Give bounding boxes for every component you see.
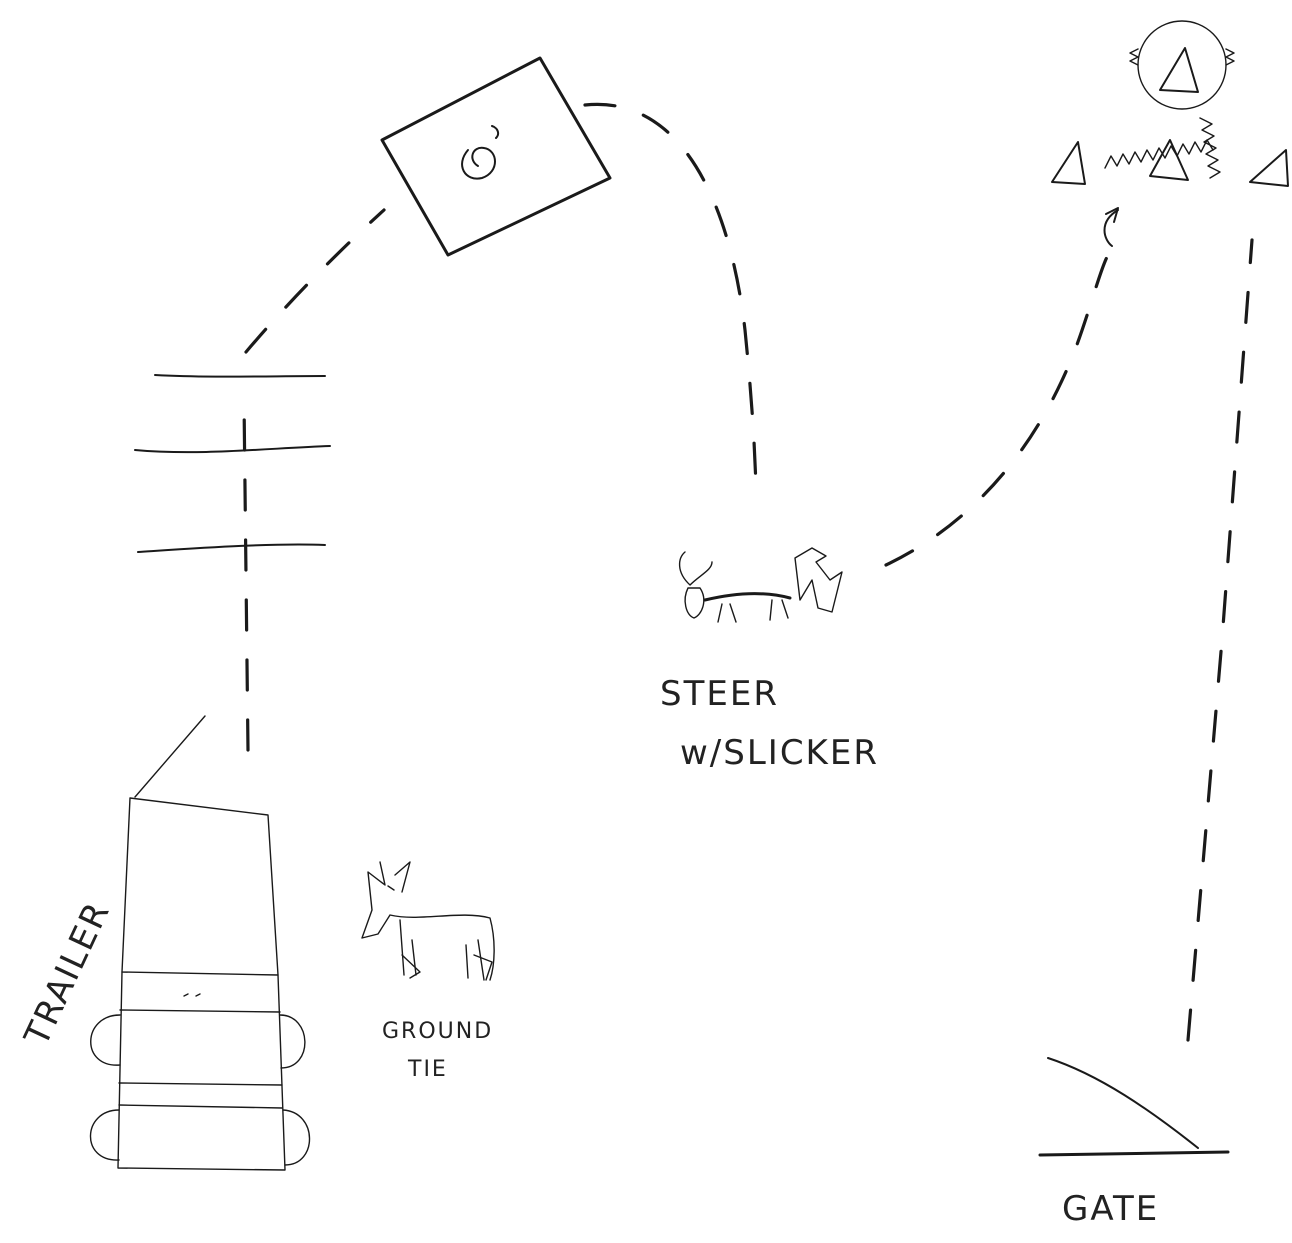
wheel-left-front bbox=[90, 1014, 121, 1066]
steer-with-slicker bbox=[678, 547, 843, 623]
label-ground-tie-1: GROUND bbox=[382, 1019, 493, 1044]
trailer-dividers bbox=[118, 1009, 283, 1109]
cone-left bbox=[1051, 141, 1086, 185]
trailer-mark bbox=[183, 993, 201, 997]
label-trailer: TRAILER bbox=[16, 895, 118, 1053]
turn-box bbox=[380, 56, 612, 257]
label-gate: GATE bbox=[1062, 1189, 1159, 1229]
trailer-body bbox=[117, 971, 286, 1171]
gate-ground-line bbox=[1038, 1150, 1230, 1157]
box-turn-tick bbox=[491, 125, 500, 139]
side-zigzag bbox=[1199, 117, 1221, 179]
cone-top bbox=[1159, 47, 1199, 93]
steer-head bbox=[684, 587, 705, 619]
wheel-right-front bbox=[279, 1014, 306, 1069]
path-bridge-to-box bbox=[244, 208, 386, 354]
box-outline bbox=[380, 56, 612, 257]
path-trailer-to-poles bbox=[242, 398, 250, 752]
cone-middle bbox=[1149, 139, 1189, 181]
steer-back bbox=[703, 592, 792, 602]
wheel-left-rear bbox=[89, 1109, 120, 1161]
slicker bbox=[794, 547, 843, 613]
cones bbox=[1051, 20, 1289, 247]
circle-zigzag bbox=[1129, 48, 1235, 66]
pole-3 bbox=[137, 543, 326, 553]
path-box-to-steer bbox=[583, 102, 758, 492]
horse-head-back bbox=[361, 861, 495, 981]
box-turn-symbol bbox=[461, 146, 496, 180]
gate-swing bbox=[1047, 1057, 1199, 1149]
horse-ears bbox=[387, 861, 411, 893]
steer-horns bbox=[678, 551, 713, 586]
trailer-front-section bbox=[121, 797, 279, 976]
turn-arrow bbox=[1103, 209, 1119, 247]
steer-legs bbox=[717, 599, 789, 623]
trailer bbox=[89, 715, 311, 1171]
cone-circle bbox=[1137, 20, 1227, 110]
trailer-ramp bbox=[134, 715, 206, 798]
pole-1 bbox=[154, 374, 326, 378]
turn-arrowhead bbox=[1105, 207, 1119, 223]
cone-right bbox=[1249, 149, 1289, 187]
pole-2 bbox=[134, 445, 331, 454]
backup-zigzag bbox=[1104, 139, 1214, 169]
path-gate-to-cones bbox=[1186, 238, 1254, 1042]
label-steer-1: STEER bbox=[660, 674, 779, 714]
poles bbox=[134, 374, 331, 553]
horse-legs bbox=[399, 919, 485, 981]
ground-tie-horse bbox=[361, 861, 495, 981]
label-steer-2: w/SLICKER bbox=[680, 733, 879, 773]
path-steer-to-cones bbox=[884, 253, 1110, 567]
wheel-right-rear bbox=[282, 1109, 311, 1166]
gate bbox=[1038, 1057, 1230, 1157]
label-ground-tie-2: TIE bbox=[407, 1057, 448, 1082]
horse-hooves bbox=[401, 954, 493, 981]
